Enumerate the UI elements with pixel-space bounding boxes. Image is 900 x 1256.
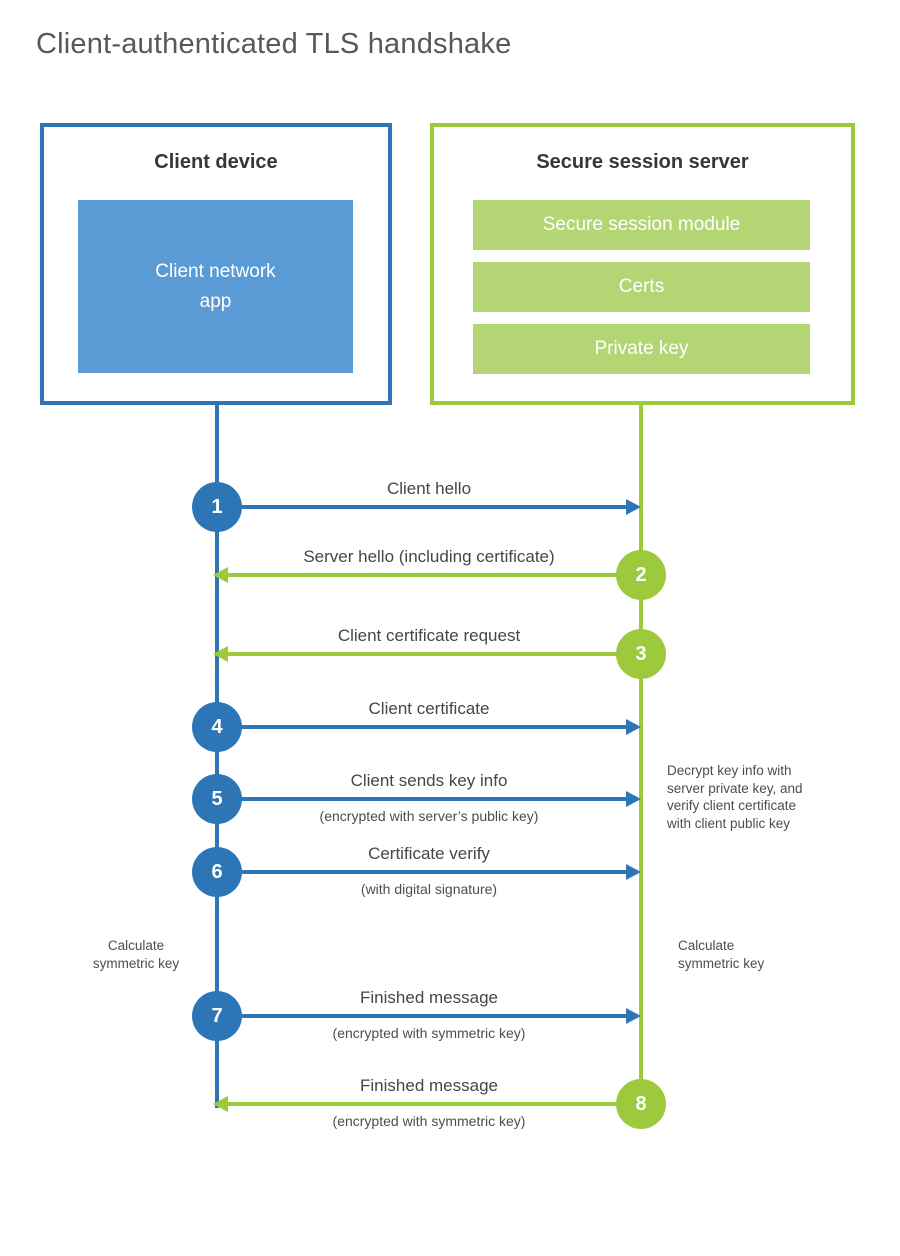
step1-arrow-line [217,505,628,509]
calc-symmetric-key-note-client: Calculate symmetric key [92,938,180,971]
client-lifeline [215,404,219,1108]
server-title: Secure session server [536,151,749,173]
step8-arrow [213,1096,641,1112]
step5-arrowhead-icon [626,791,641,807]
step7-circle: 7 [192,991,242,1041]
client-device-box: Client device Client network app [40,123,392,405]
server-box: Secure session server Secure session mod… [430,123,855,405]
step8-label: Finished message [360,1076,498,1095]
decrypt-note: Decrypt key info with server private key… [667,763,803,831]
step2-arrow [213,567,641,583]
step5-label: Client sends key info [350,771,508,790]
step4-arrow [217,719,641,735]
step2-label: Server hello (including certificate) [303,547,555,566]
step2-circle: 2 [616,550,666,600]
step2-arrowhead-icon [213,567,228,583]
step3-circle: 3 [616,629,666,679]
step6-label: Certificate verify [368,844,490,863]
calc-symmetric-key-note-server: Calculate symmetric key [678,938,765,971]
step4-label: Client certificate [368,699,490,718]
step4-circle: 4 [192,702,242,752]
step7-label: Finished message [360,988,498,1007]
step7-arrow-line [217,1014,628,1018]
step4-arrow-line [217,725,628,729]
step6-sublabel: (with digital signature) [360,881,498,897]
step7-arrow [217,1008,641,1024]
step8-arrowhead-icon [213,1096,228,1112]
step4-arrowhead-icon [626,719,641,735]
server-private-key-bar: Private key [473,324,810,374]
server-certs-bar: Certs [473,262,810,312]
step1-label: Client hello [386,479,472,498]
step8-sublabel: (encrypted with symmetric key) [332,1113,526,1129]
server-lifeline [639,404,643,1104]
step3-arrowhead-icon [213,646,228,662]
step6-circle: 6 [192,847,242,897]
step3-label: Client certificate request [337,626,521,645]
page-title: Client-authenticated TLS handshake [36,28,512,60]
step5-arrow-line [217,797,628,801]
step6-arrow [217,864,641,880]
step5-arrow [217,791,641,807]
step2-arrow-line [226,573,641,577]
step7-sublabel: (encrypted with symmetric key) [332,1025,526,1041]
step6-arrow-line [217,870,628,874]
step8-arrow-line [226,1102,641,1106]
step1-arrowhead-icon [626,499,641,515]
step8-circle: 8 [616,1079,666,1129]
step3-arrow [213,646,641,662]
step5-sublabel: (encrypted with server’s public key) [319,808,539,824]
client-network-app-box: Client network app [78,200,353,373]
step1-circle: 1 [192,482,242,532]
server-module-bar: Secure session module [473,200,810,250]
step6-arrowhead-icon [626,864,641,880]
step3-arrow-line [226,652,641,656]
step7-arrowhead-icon [626,1008,641,1024]
step5-circle: 5 [192,774,242,824]
step1-arrow [217,499,641,515]
client-device-title: Client device [154,151,278,173]
